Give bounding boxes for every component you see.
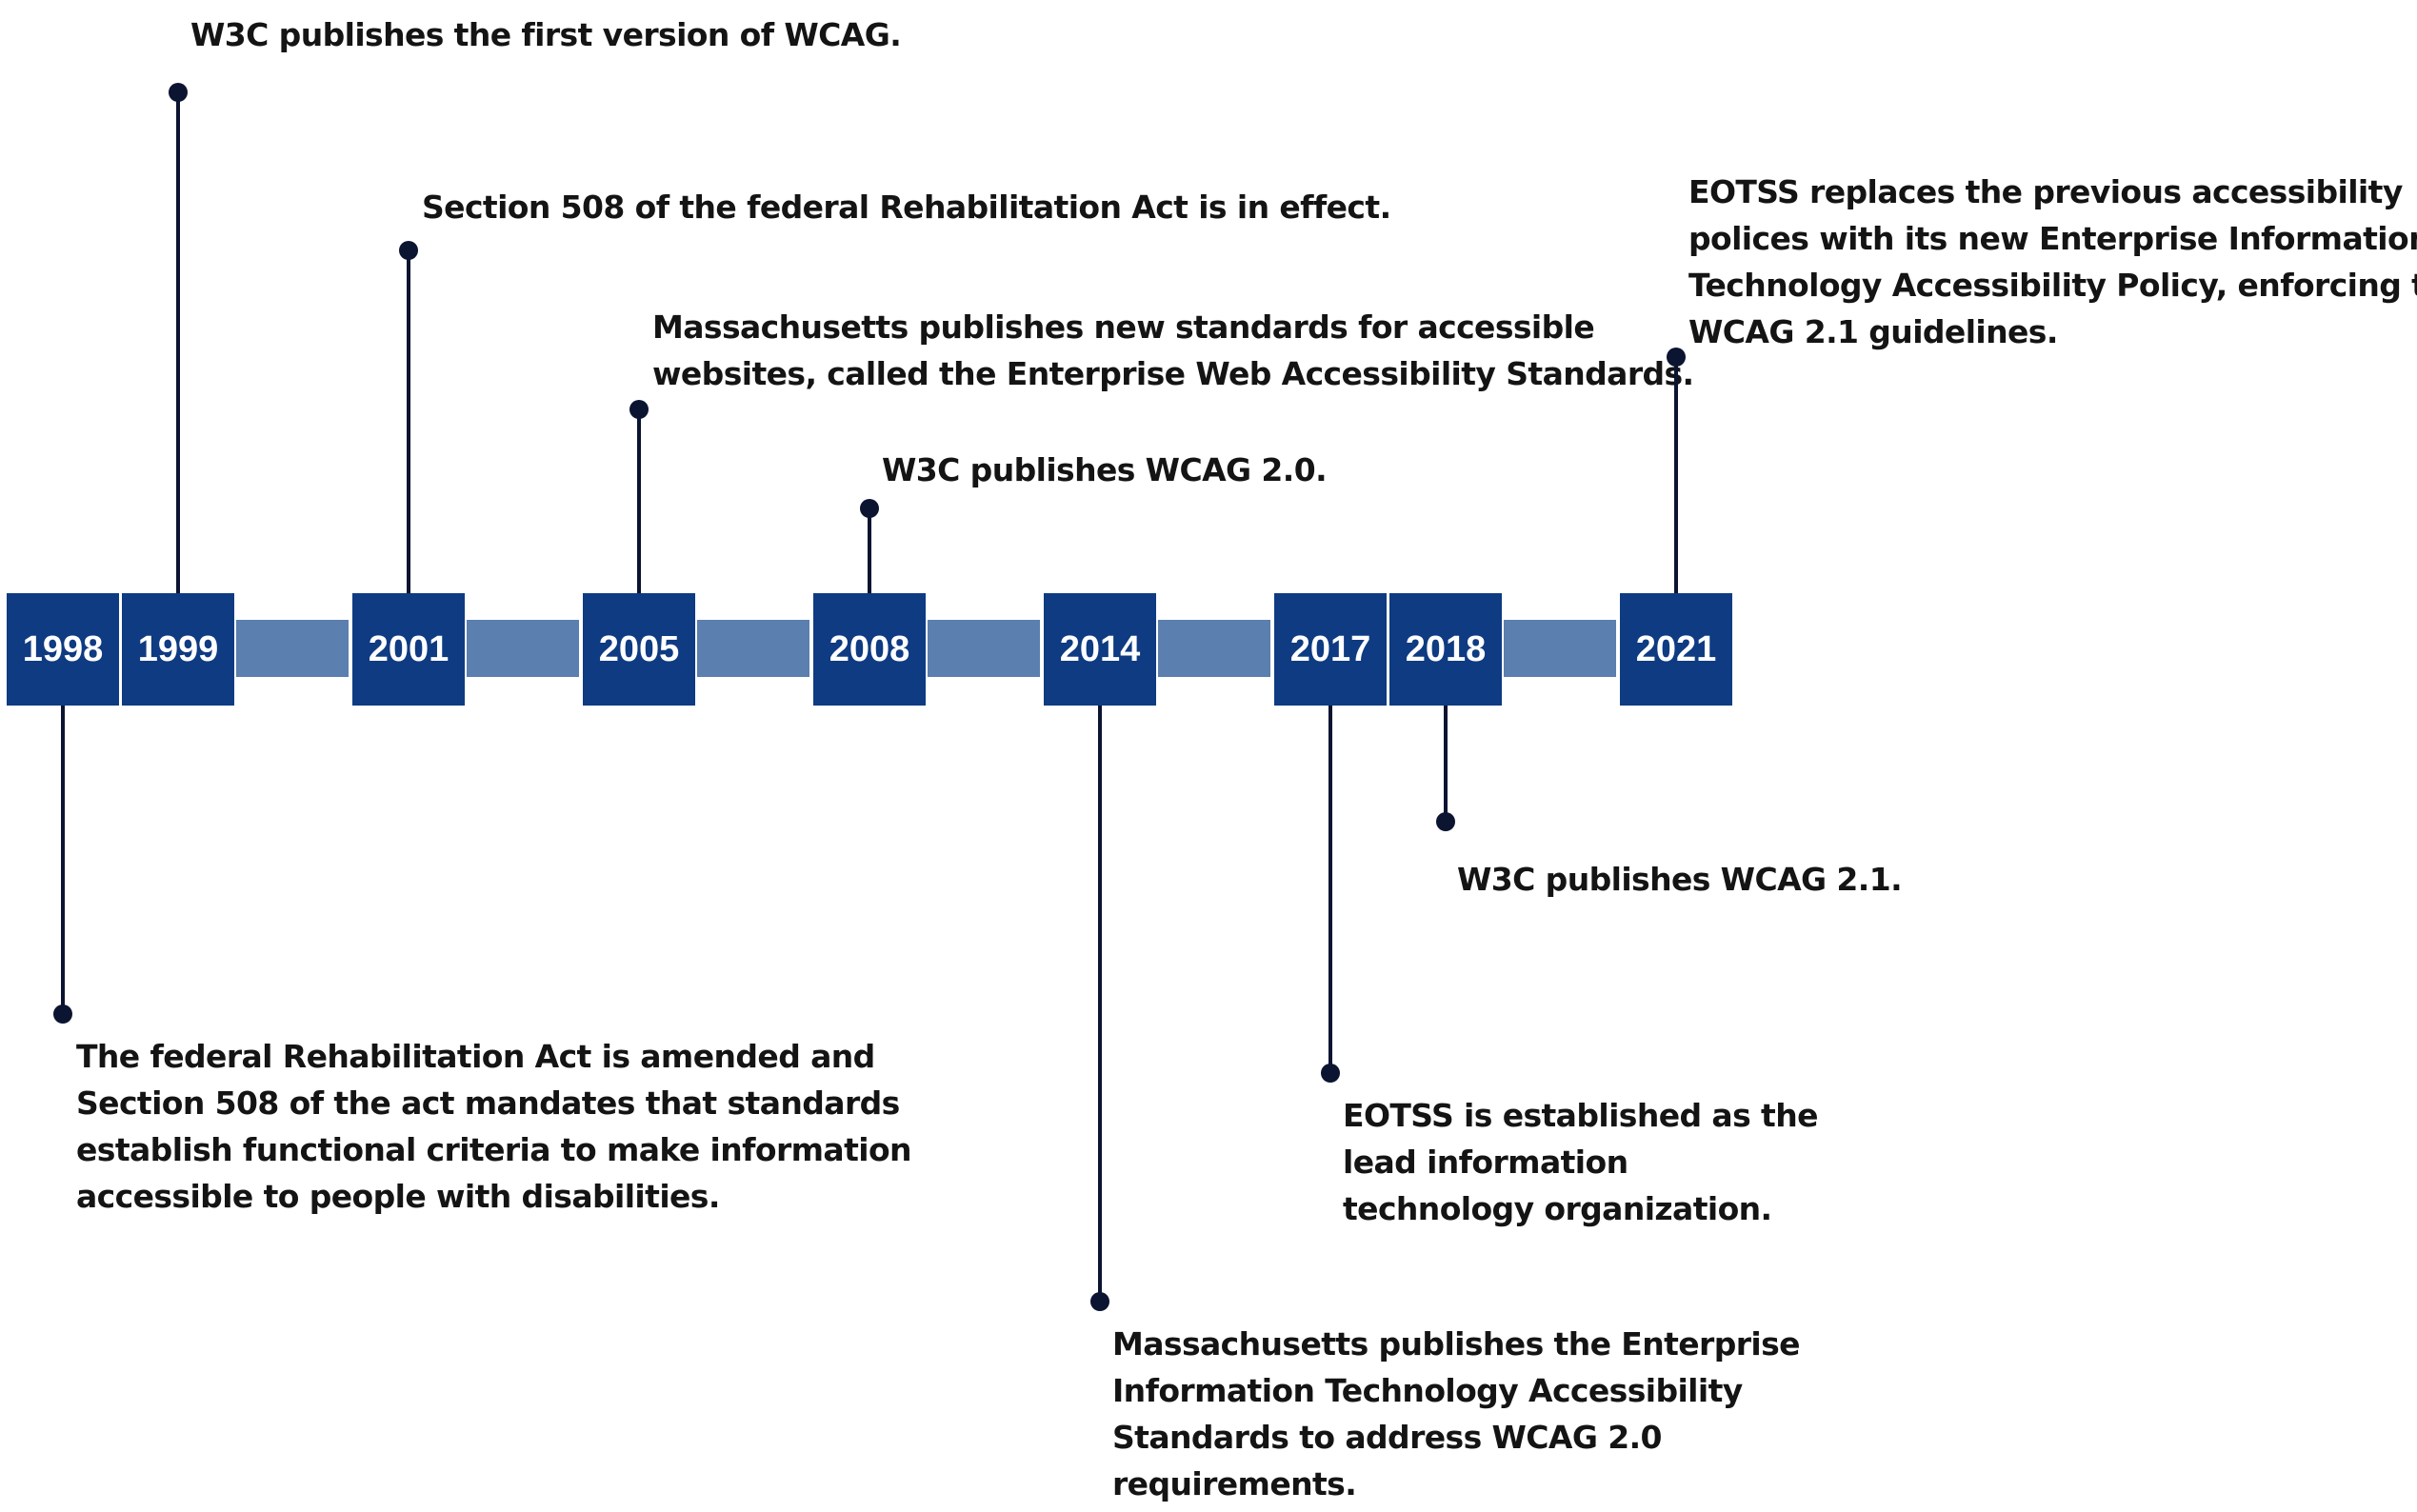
event-stem: [407, 250, 410, 593]
timeline-connector: [467, 620, 579, 677]
event-dot: [399, 241, 418, 260]
year-box-2001: 2001: [352, 593, 465, 706]
event-dot: [1667, 348, 1686, 367]
event-2018-text: W3C publishes WCAG 2.1.: [1457, 861, 1903, 898]
year-box-1998: 1998: [7, 593, 119, 706]
event-dot: [1321, 1064, 1340, 1083]
year-box-2005: 2005: [583, 593, 695, 706]
event-dot: [629, 400, 649, 419]
event-2021-text: EOTSS replaces the previous accessibilit…: [1688, 173, 2417, 350]
year-box-2017: 2017: [1274, 593, 1387, 706]
event-stem: [176, 92, 180, 593]
timeline-connector: [1158, 620, 1270, 677]
event-stem: [1674, 357, 1678, 593]
year-box-2018: 2018: [1389, 593, 1502, 706]
year-box-2021: 2021: [1620, 593, 1732, 706]
event-stem: [1098, 706, 1102, 1302]
timeline-connector: [928, 620, 1040, 677]
event-dot: [1436, 812, 1455, 831]
event-stem: [1444, 706, 1448, 822]
year-box-1999: 1999: [122, 593, 234, 706]
year-box-2008: 2008: [813, 593, 926, 706]
event-2008-text: W3C publishes WCAG 2.0.: [882, 451, 1328, 488]
event-2014-text: Massachusetts publishes the Enterprise I…: [1112, 1325, 1801, 1502]
timeline-connector: [1504, 620, 1616, 677]
event-stem: [868, 508, 871, 593]
event-dot: [1090, 1292, 1109, 1311]
event-2001-text: Section 508 of the federal Rehabilitatio…: [422, 189, 1391, 226]
event-stem: [637, 409, 641, 593]
event-2017-text: EOTSS is established as the lead informa…: [1343, 1097, 1818, 1227]
event-stem: [61, 706, 65, 1014]
event-1998-text: The federal Rehabilitation Act is amende…: [76, 1038, 912, 1215]
event-dot: [53, 1005, 72, 1024]
event-2005-text: Massachusetts publishes new standards fo…: [652, 308, 1694, 392]
event-1999-text: W3C publishes the first version of WCAG.: [190, 16, 902, 53]
event-stem: [1328, 706, 1332, 1073]
timeline-connector: [697, 620, 809, 677]
event-dot: [169, 83, 188, 102]
year-box-2014: 2014: [1044, 593, 1156, 706]
event-dot: [860, 499, 879, 518]
timeline-connector: [236, 620, 349, 677]
